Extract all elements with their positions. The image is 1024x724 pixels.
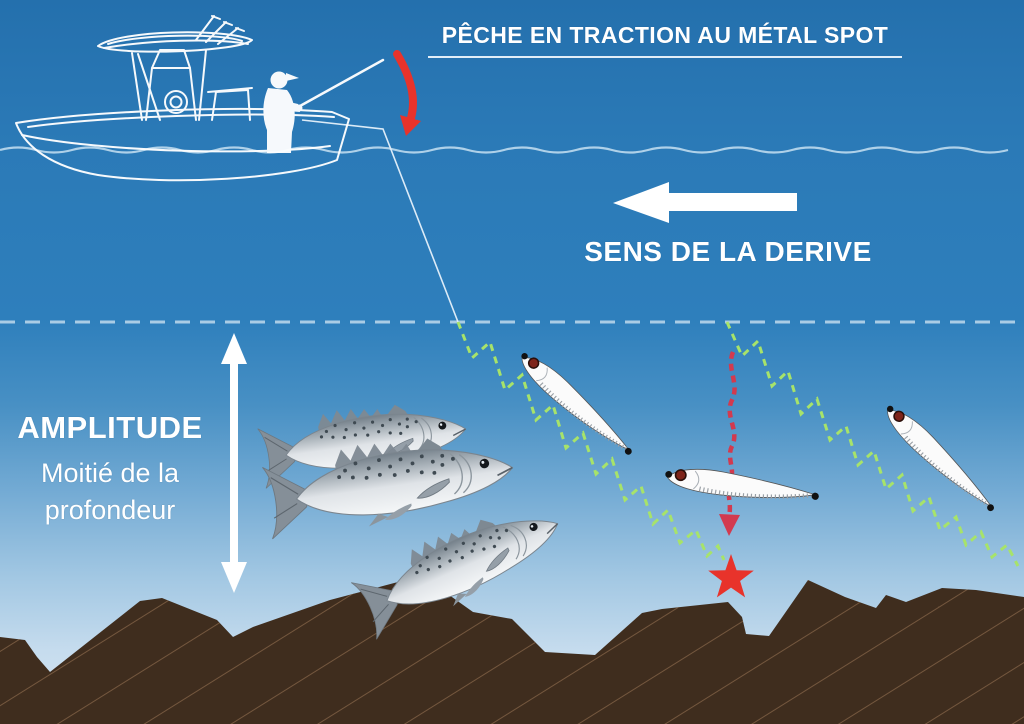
water-surface-line	[0, 146, 1009, 154]
jig-zigzag-path-left	[456, 321, 726, 561]
drop-path-arrowhead-icon	[719, 514, 740, 536]
amplitude-subtitle-line2: profondeur	[44, 495, 176, 525]
rod-action-curved-arrow-icon	[393, 50, 421, 136]
fishing-line	[301, 119, 459, 323]
amplitude-subtitle-line1: Moitié de la	[40, 458, 180, 488]
page-title: PÊCHE EN TRACTION AU MÉTAL SPOT	[428, 22, 902, 59]
amplitude-heading: AMPLITUDE	[17, 410, 203, 445]
jig-zigzag-path-right	[725, 321, 1020, 567]
drift-left-arrow-icon	[613, 182, 797, 223]
strike-star-icon	[708, 554, 754, 598]
amplitude-double-arrow-icon	[221, 333, 247, 593]
seafloor-hatching	[0, 578, 1024, 724]
drift-direction-label: SENS DE LA DERIVE	[584, 236, 872, 267]
center-console-boat-with-angler-icon	[15, 15, 385, 182]
